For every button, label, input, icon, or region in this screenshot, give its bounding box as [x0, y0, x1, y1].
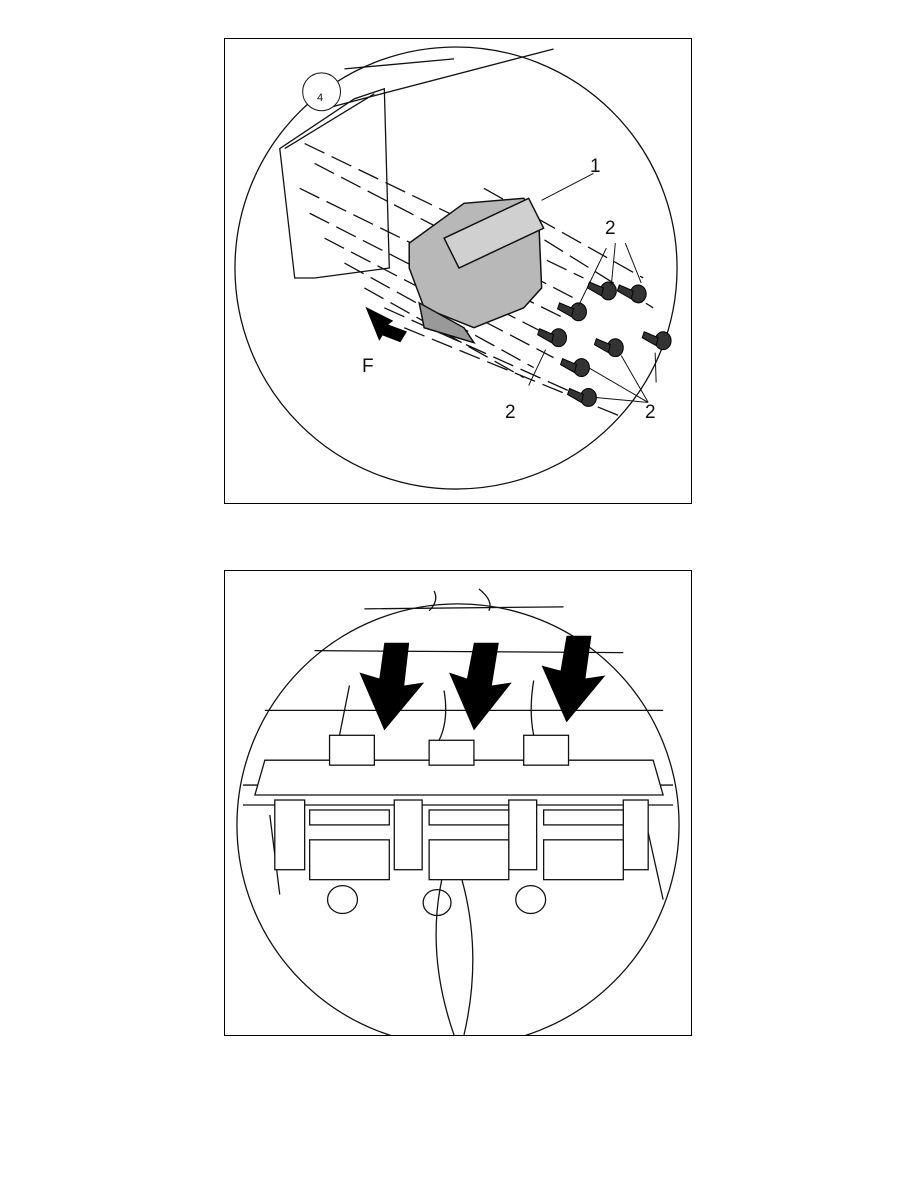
view-callout-label: 4 — [317, 92, 324, 104]
figure-bracket-removal: 4 1 2 2 2 F — [224, 38, 692, 504]
down-arrow-icon — [541, 635, 606, 723]
front-direction-label: F — [362, 356, 374, 377]
screw-callout-label: 2 — [505, 402, 516, 423]
figure-connectors — [224, 570, 692, 1036]
screw-icon — [556, 302, 587, 322]
down-arrow-icon — [359, 642, 425, 731]
screw-icon — [616, 284, 647, 304]
screw-icon — [641, 331, 672, 351]
screw-icon — [586, 281, 617, 301]
connectors-illustration — [236, 588, 680, 1035]
screw-icon — [593, 338, 624, 358]
press-arrows — [359, 635, 606, 731]
screw-icon — [537, 328, 568, 348]
bracket-callout-label: 1 — [590, 156, 601, 177]
down-arrow-icon — [449, 642, 512, 731]
screw-icon — [566, 387, 597, 407]
screw-callout-label: 2 — [645, 402, 656, 423]
screw-icon — [559, 357, 590, 378]
screw-callout-label: 2 — [605, 218, 616, 239]
bracket-illustration — [234, 46, 678, 490]
front-direction-arrow-icon — [365, 306, 407, 343]
